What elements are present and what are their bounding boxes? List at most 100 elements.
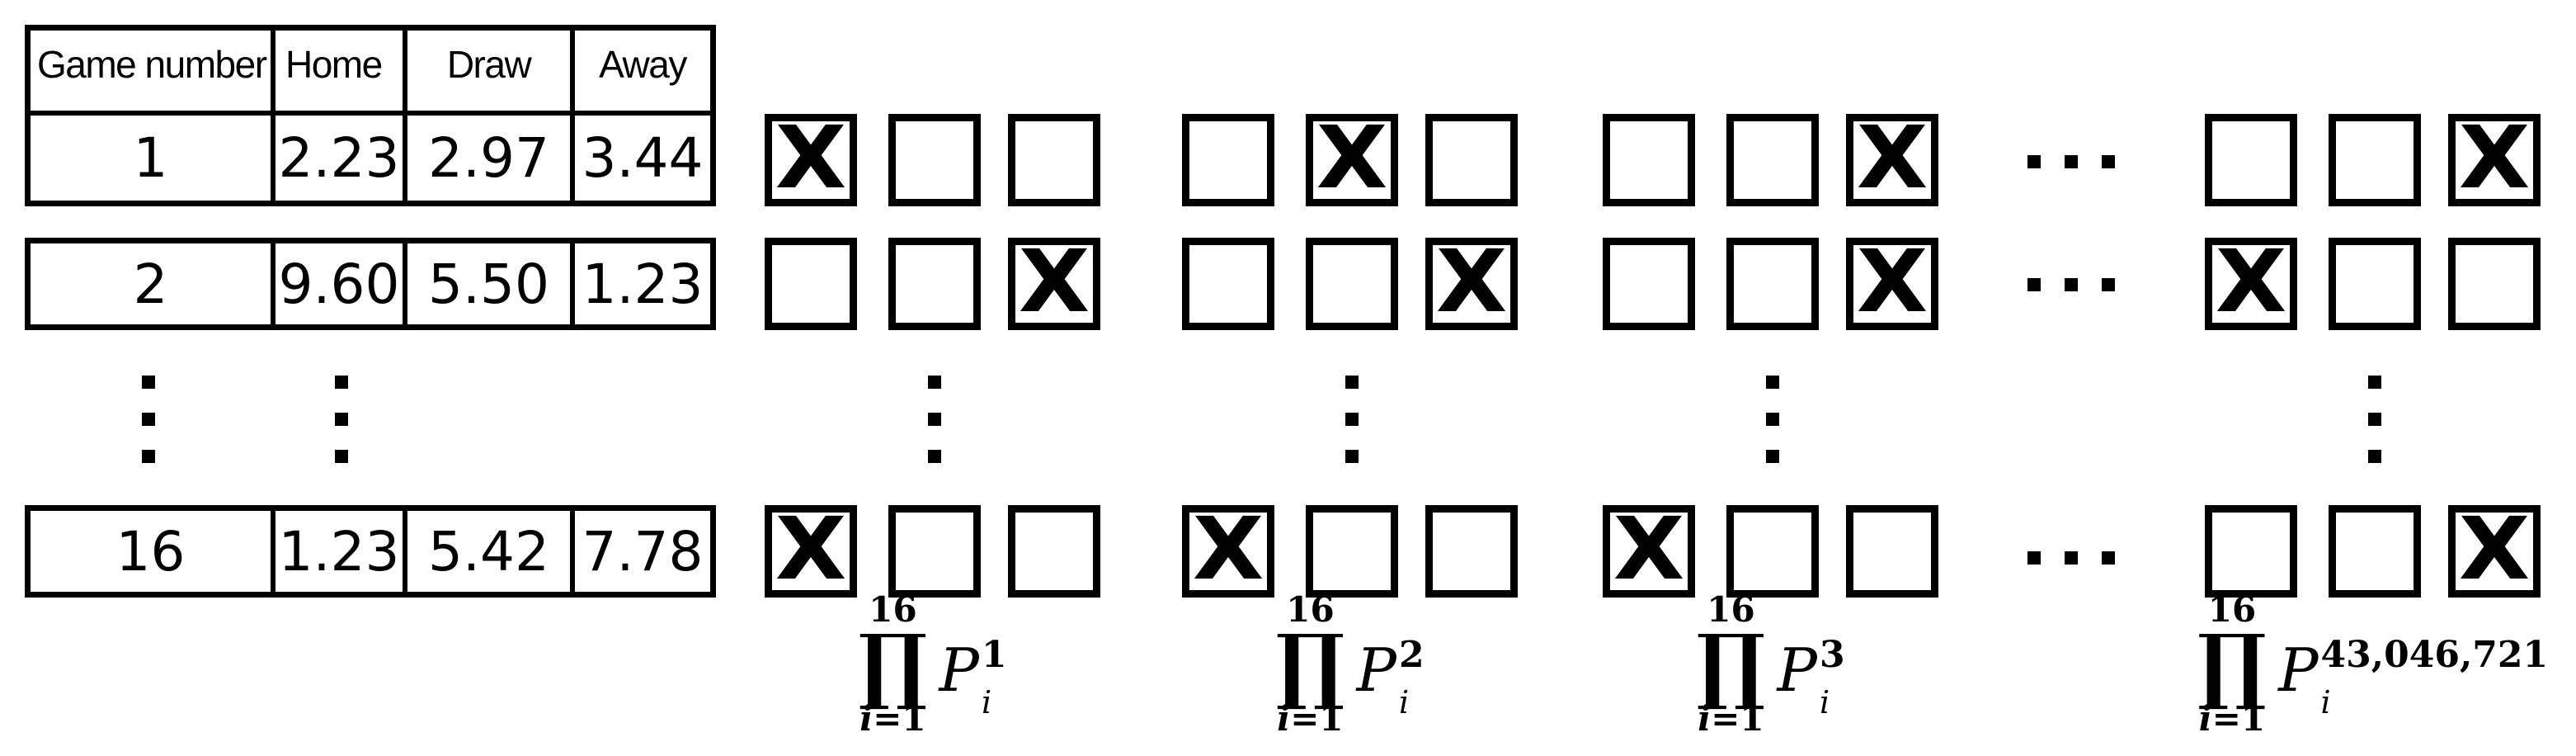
checkbox-draw[interactable] (2329, 505, 2421, 598)
checkbox-home[interactable]: X (2205, 238, 2297, 330)
ticket-vertical-ellipsis (1766, 376, 1779, 466)
checkbox-away[interactable]: X (1425, 238, 1518, 330)
checkbox-away[interactable] (2448, 238, 2541, 330)
ellipsis-dot (928, 376, 941, 389)
checkbox-draw[interactable] (1726, 505, 1819, 598)
index-variable: i (2198, 698, 2212, 739)
game-subscript: i (1820, 684, 1830, 721)
ticket-vertical-ellipsis (2368, 376, 2381, 466)
checkbox-draw[interactable] (1306, 505, 1398, 598)
checkbox-away[interactable]: X (1008, 238, 1100, 330)
probability-term: P 3 i (1777, 634, 1845, 721)
checkbox-away[interactable] (1425, 505, 1518, 598)
checkbox-draw[interactable]: X (1306, 114, 1398, 206)
ellipsis-dot (142, 450, 155, 463)
x-mark: X (775, 498, 847, 599)
checkbox-home[interactable] (1603, 114, 1695, 206)
checkbox-away[interactable]: X (1846, 238, 1938, 330)
checkbox-away[interactable] (1008, 114, 1100, 206)
odds-table-row-16-block: 16 1.23 5.42 7.78 (25, 505, 716, 598)
checkbox-draw[interactable] (1306, 238, 1398, 330)
x-mark: X (2215, 231, 2287, 332)
ellipsis-dot (335, 450, 348, 463)
product-symbol: ∏ (2197, 616, 2268, 713)
column-header-home: Home (275, 31, 407, 111)
checkbox-home[interactable]: X (765, 114, 857, 206)
odds-table-row-2: 2 9.60 5.50 1.23 (31, 243, 710, 324)
ellipsis-dot (2027, 155, 2041, 168)
checkbox-draw[interactable] (1726, 114, 1819, 206)
checkbox-away[interactable] (1008, 505, 1100, 598)
ellipsis-dot (1766, 413, 1779, 426)
product-symbol: ∏ (1275, 616, 1345, 713)
checkbox-home[interactable] (1182, 114, 1274, 206)
checkbox-away[interactable]: X (1846, 114, 1938, 206)
checkbox-home[interactable]: X (1182, 505, 1274, 598)
checkbox-away[interactable]: X (2448, 114, 2541, 206)
combination-superscript: 2 (1399, 634, 1425, 676)
checkbox-home[interactable] (765, 238, 857, 330)
ellipsis-dot (1766, 450, 1779, 463)
combination-superscript: 1 (982, 634, 1007, 676)
combination-superscript: 3 (1820, 634, 1845, 676)
x-mark: X (1856, 231, 1928, 332)
checkbox-home[interactable] (2205, 505, 2297, 598)
away-odds-cell: 1.23 (582, 252, 704, 316)
index-variable: i (1698, 698, 1712, 739)
draw-odds-cell: 5.42 (407, 511, 575, 592)
probability-symbol: P (2278, 636, 2319, 705)
ellipsis-dot (2368, 450, 2381, 463)
checkbox-draw[interactable] (888, 505, 981, 598)
x-mark: X (1316, 107, 1388, 208)
checkbox-draw[interactable] (888, 114, 981, 206)
checkbox-home[interactable]: X (1603, 505, 1695, 598)
ellipsis-dot (142, 376, 155, 389)
betting-ticket-last: X X X 16 ∏ i=1 P 43,046,721 i (2197, 0, 2548, 756)
product-formula: 16 ∏ i=1 P 1 i (765, 593, 1100, 736)
product-operator: 16 ∏ i=1 (1275, 593, 1345, 736)
ellipsis-dot (2368, 413, 2381, 426)
ellipsis-dot (2065, 278, 2078, 291)
ellipsis-dot (335, 413, 348, 426)
checkbox-home[interactable] (1182, 238, 1274, 330)
probability-symbol: P (1777, 636, 1817, 705)
checkbox-home[interactable]: X (765, 505, 857, 598)
ellipsis-dot (2027, 551, 2041, 565)
checkbox-home[interactable] (2205, 114, 2297, 206)
product-lower-limit: i=1 (1698, 702, 1764, 736)
ellipsis-dot (2065, 551, 2078, 565)
odds-table-header-block: Game number Home Draw Away 1 2.23 2.97 3… (25, 25, 716, 206)
draw-odds-cell: 5.50 (407, 243, 575, 324)
checkbox-draw[interactable] (2329, 114, 2421, 206)
index-start: =1 (1290, 698, 1344, 739)
home-odds-cell: 2.23 (275, 116, 407, 201)
ticket-vertical-ellipsis (1345, 376, 1359, 466)
game-subscript: i (982, 684, 992, 721)
index-start: =1 (873, 698, 926, 739)
checkbox-away[interactable]: X (2448, 505, 2541, 598)
index-start: =1 (1711, 698, 1764, 739)
script-stack: 1 i (982, 634, 1007, 721)
checkbox-draw[interactable] (1726, 238, 1819, 330)
checkbox-away[interactable] (1425, 114, 1518, 206)
game-number-cell: 1 (31, 116, 275, 201)
product-formula: 16 ∏ i=1 P 43,046,721 i (2197, 593, 2548, 736)
ellipsis-dot (2027, 278, 2041, 291)
checkbox-draw[interactable] (2329, 238, 2421, 330)
script-stack: 2 i (1399, 634, 1425, 719)
probability-symbol: P (939, 636, 979, 705)
ellipsis-dot (928, 413, 941, 426)
column-header-draw: Draw (407, 31, 575, 111)
draw-odds-cell: 2.97 (407, 116, 575, 201)
x-mark: X (775, 107, 847, 208)
checkbox-home[interactable] (1603, 238, 1695, 330)
script-stack: 3 i (1820, 634, 1845, 721)
odds-table-row-16: 16 1.23 5.42 7.78 (31, 511, 710, 592)
checkbox-draw[interactable] (888, 238, 981, 330)
checkbox-away[interactable] (1846, 505, 1938, 598)
table-vertical-ellipsis (142, 376, 155, 466)
index-variable: i (859, 698, 874, 739)
product-lower-limit: i=1 (859, 702, 925, 736)
combination-superscript: 43,046,721 (2320, 634, 2549, 676)
betting-ticket-1: X X X 16 ∏ i=1 P 1 i (765, 0, 1100, 756)
